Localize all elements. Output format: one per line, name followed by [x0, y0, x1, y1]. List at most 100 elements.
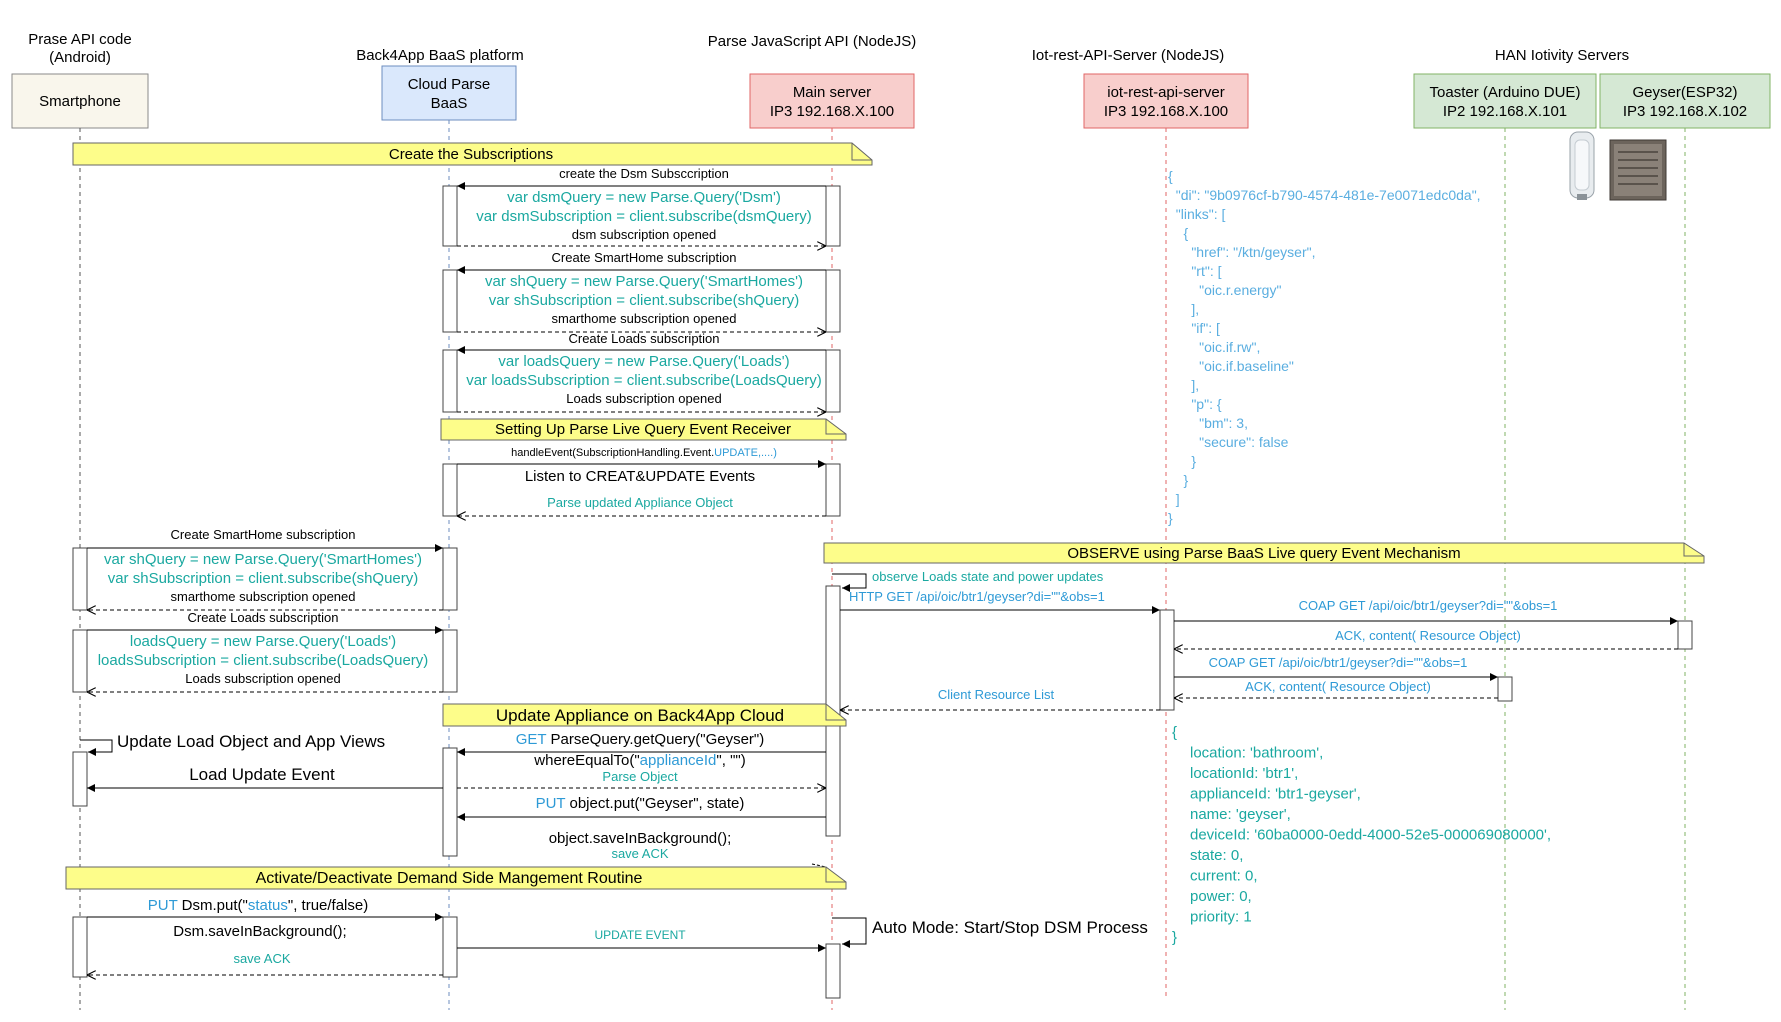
msg-put: PUT object.put("Geyser", state): [536, 795, 745, 812]
participant-toaster: Toaster (Arduino DUE) IP2 192.168.X.101: [1413, 73, 1597, 129]
msg-save-bg: object.saveInBackground();: [549, 830, 732, 847]
json-block-2-line: }: [1172, 929, 1177, 946]
participant-main-server: Main server IP3 192.168.X.100: [749, 73, 915, 129]
msg-dsm-save-bg: Dsm.saveInBackground();: [173, 923, 346, 940]
msg-dsm-put-kw: PUT: [148, 897, 178, 914]
msg-sh-opened: smarthome subscription opened: [552, 311, 737, 326]
msg-dsm-put-a: Dsm.put(": [178, 897, 248, 914]
air-conditioner-icon: [1609, 139, 1667, 201]
arrow-observe-loads: [832, 573, 867, 592]
activation-cloud-3: [442, 349, 458, 413]
msg-where-a: whereEqualTo(": [533, 752, 639, 769]
json-block-2-line: priority: 1: [1190, 909, 1252, 926]
activation-cloud-1: [442, 185, 458, 247]
json-block-1-line: ],: [1168, 301, 1199, 317]
msg-loads-create: Create Loads subscription: [568, 331, 719, 346]
msg-update-load-views: Update Load Object and App Views: [117, 732, 385, 751]
note-create-subscriptions: Create the Subscriptions: [72, 142, 873, 166]
participant-geyser-line2: IP3 192.168.X.102: [1623, 103, 1747, 120]
json-block-1-line: "oic.if.baseline": [1168, 358, 1294, 374]
msg-loads-sub: var loadsSubscription = client.subscribe…: [466, 372, 822, 389]
msg-sh-sub: var shSubscription = client.subscribe(sh…: [489, 292, 800, 309]
note-dsm-routine: Activate/Deactivate Demand Side Mangemen…: [65, 866, 847, 890]
participant-geyser-line1: Geyser(ESP32): [1632, 84, 1737, 101]
participant-cloud-line2: BaaS: [431, 95, 468, 112]
activation-cloud-8: [442, 916, 458, 978]
activation-phone-4: [72, 916, 88, 978]
participant-toaster-line1: Toaster (Arduino DUE): [1430, 84, 1581, 101]
note-dsm-routine-label: Activate/Deactivate Demand Side Mangemen…: [256, 870, 643, 887]
participant-main-line1: Main server: [793, 84, 871, 101]
msg-app-sh-create: Create SmartHome subscription: [171, 527, 356, 542]
msg-ack-geyser: ACK, content( Resource Object): [1335, 628, 1521, 643]
activation-main-6: [825, 943, 841, 999]
msg-handle-event-a: handleEvent(SubscriptionHandling.Event.: [511, 447, 714, 459]
json-block-1-line: "rt": [: [1168, 263, 1222, 279]
msg-dsm-sub: var dsmSubscription = client.subscribe(d…: [476, 208, 812, 225]
msg-app-loads-sub: loadsSubscription = client.subscribe(Loa…: [98, 652, 429, 669]
activation-phone-2: [72, 629, 88, 693]
msg-update-event: UPDATE EVENT: [594, 928, 686, 942]
json-block-1-line: }: [1168, 472, 1189, 488]
msg-parse-updated: Parse updated Appliance Object: [547, 495, 733, 510]
activation-cloud-6: [442, 629, 458, 693]
msg-get-rest: ParseQuery.getQuery("Geyser"): [546, 731, 764, 748]
header-iot: Iot-rest-API-Server (NodeJS): [1032, 47, 1225, 64]
msg-sh-query: var shQuery = new Parse.Query('SmartHome…: [485, 273, 803, 290]
note-update-appliance-label: Update Appliance on Back4App Cloud: [496, 706, 784, 725]
arrow-update-load-views: [80, 739, 113, 756]
json-block-1-line: "if": [: [1168, 320, 1220, 336]
json-block-1-line: "bm": 3,: [1168, 415, 1248, 431]
participant-smartphone: Smartphone: [11, 73, 149, 129]
msg-app-sh-sub: var shSubscription = client.subscribe(sh…: [108, 570, 419, 587]
note-observe: OBSERVE using Parse BaaS Live query Even…: [823, 542, 1705, 564]
activation-cloud-4: [442, 463, 458, 517]
msg-app-loads-opened: Loads subscription opened: [185, 671, 340, 686]
json-block-1-line: "oic.r.energy": [1168, 282, 1281, 298]
msg-app-loads-query: loadsQuery = new Parse.Query('Loads'): [130, 633, 396, 650]
activation-phone-1: [72, 547, 88, 611]
header-nodejs: Parse JavaScript API (NodeJS): [708, 33, 916, 50]
activation-cloud-5: [442, 547, 458, 611]
activation-geyser-1: [1677, 620, 1693, 650]
msg-dsm-put-c: ", true/false): [288, 897, 368, 914]
msg-app-loads-create: Create Loads subscription: [187, 610, 338, 625]
water-heater-icon: [1569, 131, 1595, 200]
json-block-1-line: {: [1168, 168, 1173, 184]
msg-dsm-put: PUT Dsm.put("status", true/false): [148, 897, 368, 914]
note-live-query-label: Setting Up Parse Live Query Event Receiv…: [495, 421, 791, 438]
msg-http-get: HTTP GET /api/oic/btr1/geyser?di=""&obs=…: [849, 589, 1105, 604]
activation-main-4: [825, 463, 841, 517]
json-block-1-line: }: [1168, 510, 1173, 526]
msg-handle-event-b: UPDATE,....): [714, 447, 777, 459]
msg-dsm-opened: dsm subscription opened: [572, 227, 717, 242]
msg-observe-loads: observe Loads state and power updates: [872, 569, 1104, 584]
participant-smartphone-label: Smartphone: [39, 93, 121, 110]
activation-main-2: [825, 269, 841, 333]
msg-save-ack: save ACK: [611, 846, 668, 861]
json-block-1-line: ]: [1168, 491, 1180, 507]
header-baas: Back4App BaaS platform: [356, 47, 524, 64]
msg-listen: Listen to CREAT&UPDATE Events: [525, 468, 755, 485]
msg-where-c: ", ""): [716, 752, 745, 769]
msg-app-sh-query: var shQuery = new Parse.Query('SmartHome…: [104, 551, 422, 568]
activation-toaster-1: [1497, 676, 1513, 702]
msg-handle-event: handleEvent(SubscriptionHandling.Event.U…: [511, 447, 777, 459]
json-block-1-line: "oic.if.rw",: [1168, 339, 1260, 355]
participant-iot-line2: IP3 192.168.X.100: [1104, 103, 1228, 120]
msg-loads-opened: Loads subscription opened: [566, 391, 721, 406]
json-resource-block: { "di": "9b0976cf-b790-4574-481e-7e0071e…: [1168, 168, 1481, 526]
header-android-line1: Prase API code: [28, 31, 131, 48]
msg-dsm-put-b: status: [248, 897, 288, 914]
json-block-2-line: power: 0,: [1190, 888, 1252, 905]
msg-dsm-create: create the Dsm Subsccription: [559, 166, 729, 181]
json-block-2-line: deviceId: '60ba0000-0edd-4000-52e5-00006…: [1190, 827, 1551, 844]
msg-get: GET ParseQuery.getQuery("Geyser"): [516, 731, 765, 748]
participant-cloud: Cloud Parse BaaS: [381, 65, 517, 121]
msg-client-resource: Client Resource List: [938, 687, 1055, 702]
msg-coap-geyser: COAP GET /api/oic/btr1/geyser?di=""&obs=…: [1299, 598, 1558, 613]
msg-sh-create: Create SmartHome subscription: [552, 250, 737, 265]
msg-auto-mode: Auto Mode: Start/Stop DSM Process: [872, 918, 1148, 937]
activation-phone-3: [72, 751, 88, 807]
